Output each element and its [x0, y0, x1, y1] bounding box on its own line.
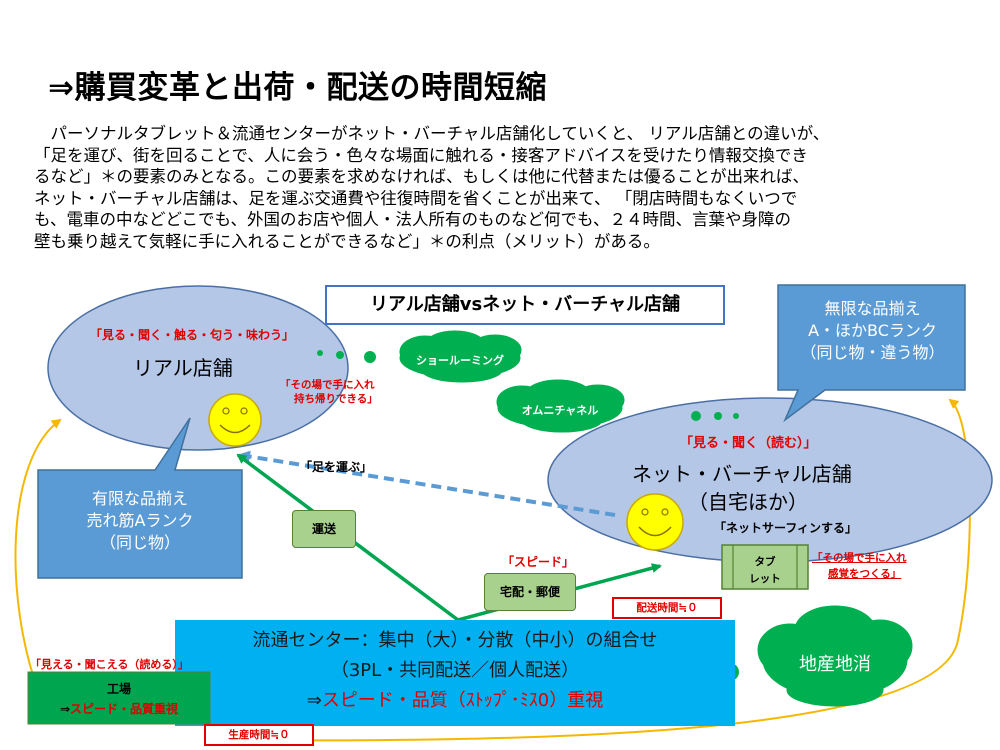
right-callout-line: 無限な品揃え	[824, 299, 921, 318]
walk-label: 「足を運ぶ」	[300, 460, 373, 474]
factory-line: ⇒スピード・品質重視	[28, 700, 210, 717]
cloud-showrooming-label: ショールーミング	[416, 354, 504, 367]
tablet-label-1: タブ	[754, 556, 776, 568]
factory-senses: 「見える・聞こえる（読める）」	[30, 658, 189, 671]
tablet-icon	[721, 544, 809, 590]
page-title: ⇒購買変革と出荷・配送の時間短縮	[48, 70, 547, 106]
body-line: パーソナルタブレット＆流通センターがネット・バーチャル店舗化していくと、 リアル…	[34, 124, 830, 143]
real-store-name: リアル店舗	[133, 356, 233, 380]
body-line: も、電車の中などどこでも、外国のお店や個人・法人所有のものなど何でも、２４時間、…	[34, 210, 792, 229]
factory-line-prefix: ⇒	[59, 702, 71, 716]
cloud-omni-label: オムニチャネル	[521, 404, 599, 417]
net-store-sub: （自宅ほか）	[688, 490, 808, 514]
smiley-net-icon	[626, 493, 684, 551]
real-store-note-1: 「その場で手に入れ	[280, 379, 375, 391]
transport-label: 運送	[292, 510, 356, 548]
left-callout-shape	[37, 417, 243, 579]
left-callout-line: 売れ筋Aランク	[86, 511, 194, 530]
factory-box	[27, 671, 211, 725]
body-line: ネット・バーチャル店舗は、足を運ぶ交通費や往復時間を省くことが出来て、 「閉店時…	[34, 188, 798, 208]
tablet-note-1: 「その場で手に入れ	[812, 552, 907, 564]
left-callout-line: 有限な品揃え	[91, 489, 188, 508]
distribution-center-box	[175, 620, 735, 726]
production-time-badge: 生産時間≒０	[204, 724, 314, 746]
dc-line-2: （3PL・共同配送／個人配送）	[330, 660, 580, 681]
right-callout-line: （同じ物・違う物）	[800, 343, 945, 362]
left-callout-text: 有限な品揃え 売れ筋Aランク （同じ物）	[38, 488, 242, 554]
left-callout-line: （同じ物）	[99, 533, 180, 552]
right-callout-line: A・ほかBCランク	[808, 321, 937, 340]
net-store-senses: 「見る・聞く（読む）」	[680, 436, 817, 451]
yellow-loop-left	[14, 418, 62, 691]
factory-line-text: スピード・品質重視	[70, 702, 179, 716]
diagram-header: リアル店舗vsネット・バーチャル店舗	[325, 285, 725, 325]
body-line: 「足を運び、街を回ることで、人に会う・色々な場面に触れる・接客アドバイスを受けた…	[34, 145, 808, 165]
right-callout-shape	[777, 284, 966, 423]
speed-label: 「スピード」	[502, 555, 575, 569]
tablet-note-2: 感覚をつくる」	[828, 568, 902, 580]
net-store-name: ネット・バーチャル店舗	[632, 462, 852, 486]
cloud-showrooming	[399, 330, 522, 383]
cloud-local	[757, 605, 913, 707]
right-callout-text: 無限な品揃え A・ほかBCランク （同じ物・違う物）	[780, 298, 965, 364]
cloud-local-label: 地産地消	[799, 654, 871, 675]
real-store-ellipse	[47, 285, 349, 451]
smiley-real-icon	[208, 393, 262, 447]
dc-line-3-text: スピード・品質（ｽﾄｯﾌﾟ･ﾐｽ0）重視	[321, 690, 604, 711]
dc-line-1: 流通センター：集中（大）・分散（中小）の組合せ	[252, 630, 658, 651]
dc-line-3: ⇒スピード・品質（ｽﾄｯﾌﾟ･ﾐｽ0）重視	[175, 686, 735, 712]
real-store-note-2: 持ち帰りできる」	[294, 393, 378, 405]
factory-name: 工場	[106, 682, 131, 696]
body-line: るなど」＊の要素のみとなる。この要素を求めなければ、もしくは他に代替または優るこ…	[34, 167, 810, 186]
body-line: 壁も乗り越えて気軽に手に入れることができるなど」＊の利点（メリット）がある。	[34, 231, 660, 251]
delivery-label: 宅配・郵便	[484, 573, 576, 611]
body-paragraph: パーソナルタブレット＆流通センターがネット・バーチャル店舗化していくと、 リアル…	[34, 123, 994, 252]
real-store-senses: 「見る・聞く・触る・匂う・味わう」	[90, 328, 295, 342]
net-store-surf: 「ネットサーフィンする」	[714, 521, 858, 535]
cloud-omni	[496, 379, 625, 433]
dc-line-3-prefix: ⇒	[306, 690, 322, 711]
delivery-time-badge: 配送時間≒０	[612, 597, 722, 619]
tablet-label-2: レット	[749, 573, 781, 585]
